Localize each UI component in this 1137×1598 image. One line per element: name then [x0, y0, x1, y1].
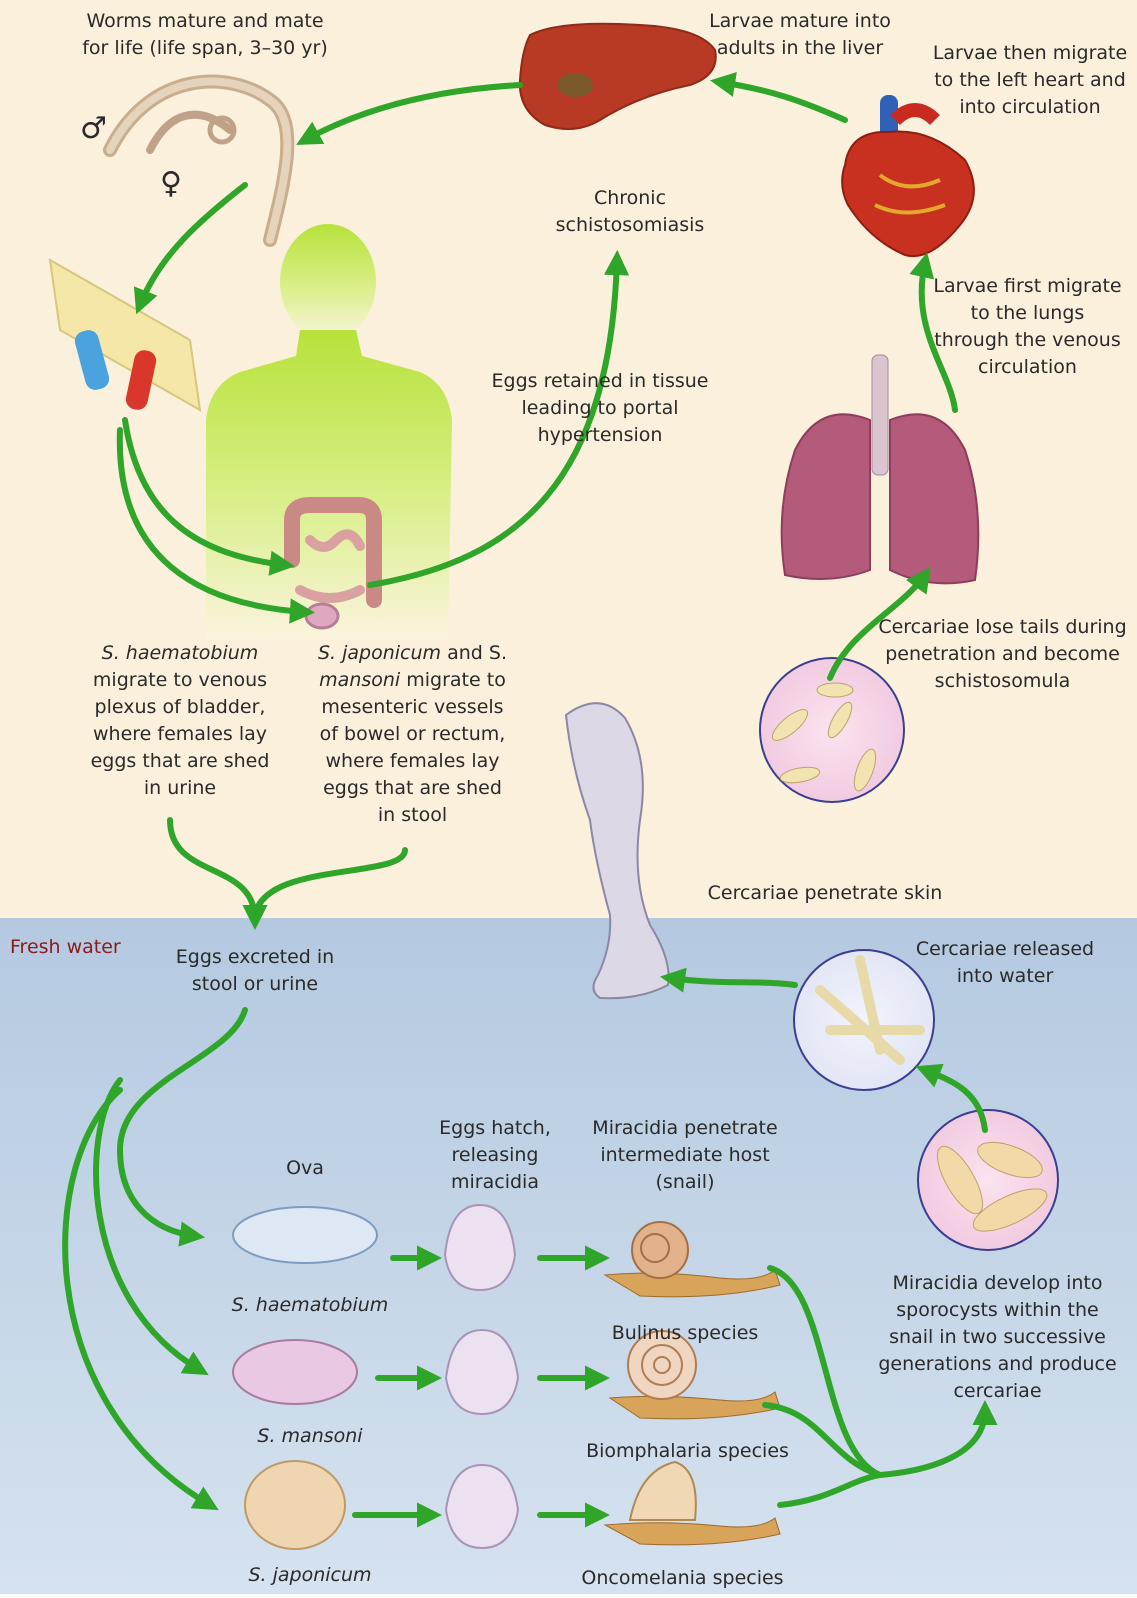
- larvae-heart-line-2: to the left heart and: [930, 67, 1130, 94]
- worms-mature-line-1: Worms mature and mate: [70, 8, 340, 35]
- eggs-hatch-line-2: releasing: [430, 1142, 560, 1169]
- larvae-lungs-label: Larvae first migrate to the lungs throug…: [920, 273, 1135, 381]
- larvae-liver-label: Larvae mature into adults in the liver: [700, 8, 900, 62]
- chronic-schistosomiasis-label: Chronic schistosomiasis: [525, 185, 735, 239]
- female-symbol: ♀: [160, 170, 182, 197]
- miracidium-mansoni-icon: [446, 1330, 518, 1414]
- larvae-heart-label: Larvae then migrate to the left heart an…: [930, 40, 1130, 121]
- haematobium-migrate-line-3: plexus of bladder,: [75, 694, 285, 721]
- larvae-lungs-line-3: through the venous: [920, 327, 1135, 354]
- miracidia-develop-line-1: Miracidia develop into: [870, 1270, 1125, 1297]
- cercariae-released-line-2: into water: [905, 963, 1105, 990]
- chronic-line-1: Chronic: [525, 185, 735, 212]
- eggs-hatch-line-1: Eggs hatch,: [430, 1115, 560, 1142]
- japonicum-species: S. japonicum: [318, 642, 441, 664]
- eggs-excreted-label: Eggs excreted in stool or urine: [160, 944, 350, 998]
- miracidia-penetrate-line-3: (snail): [585, 1169, 785, 1196]
- species-haematobium-label: S. haematobium: [225, 1292, 395, 1319]
- miracidium-haematobium-icon: [445, 1205, 515, 1290]
- cercariae-released-line-1: Cercariae released: [905, 936, 1105, 963]
- cercariae-released-label: Cercariae released into water: [905, 936, 1105, 990]
- larvae-liver-line-1: Larvae mature into: [700, 8, 900, 35]
- species-japonicum-label: S. japonicum: [240, 1562, 380, 1589]
- ovum-haematobium-icon: [233, 1207, 377, 1263]
- miracidia-penetrate-line-2: intermediate host: [585, 1142, 785, 1169]
- haematobium-migrate-line-2: migrate to venous: [75, 667, 285, 694]
- larvae-liver-line-2: adults in the liver: [700, 35, 900, 62]
- cercariae-lose-tails-label: Cercariae lose tails during penetration …: [875, 614, 1130, 695]
- worms-mature-label: Worms mature and mate for life (life spa…: [70, 8, 340, 62]
- eggs-retained-line-2: leading to portal: [480, 395, 720, 422]
- japonicum-migrate-label: S. japonicum and S. mansoni migrate to m…: [305, 640, 520, 829]
- japonicum-migrate-line-6: eggs that are shed: [305, 775, 520, 802]
- haematobium-migrate-species: S. haematobium: [75, 640, 285, 667]
- eggs-hatch-line-3: miracidia: [430, 1169, 560, 1196]
- japonicum-migrate-line-4: of bowel or rectum,: [305, 721, 520, 748]
- japonicum-and-s: and S.: [441, 642, 507, 664]
- miracidia-penetrate-line-1: Miracidia penetrate: [585, 1115, 785, 1142]
- miracidia-develop-line-3: snail in two successive: [870, 1324, 1125, 1351]
- miracidia-develop-line-2: sporocysts within the: [870, 1297, 1125, 1324]
- worms-mature-line-2: for life (life span, 3–30 yr): [70, 35, 340, 62]
- eggs-retained-line-3: hypertension: [480, 422, 720, 449]
- cercariae-lose-tails-line-2: penetration and become: [875, 641, 1130, 668]
- ovum-japonicum-icon: [245, 1461, 345, 1549]
- haematobium-migrate-line-4: where females lay: [75, 721, 285, 748]
- cercariae-lose-tails-line-3: schistosomula: [875, 668, 1130, 695]
- cercariae-lose-tails-line-1: Cercariae lose tails during: [875, 614, 1130, 641]
- haematobium-migrate-line-6: in urine: [75, 775, 285, 802]
- eggs-retained-line-1: Eggs retained in tissue: [480, 368, 720, 395]
- chronic-line-2: schistosomiasis: [525, 212, 735, 239]
- mansoni-migrate-to: migrate to: [400, 669, 506, 691]
- snail-bulinus-label: Bulinus species: [600, 1320, 770, 1347]
- mansoni-species: mansoni: [319, 669, 400, 691]
- eggs-retained-label: Eggs retained in tissue leading to porta…: [480, 368, 720, 449]
- ovum-mansoni-icon: [233, 1340, 357, 1404]
- larvae-lungs-line-4: circulation: [920, 354, 1135, 381]
- miracidia-penetrate-label: Miracidia penetrate intermediate host (s…: [585, 1115, 785, 1196]
- snail-biomphalaria-label: Biomphalaria species: [580, 1438, 795, 1465]
- eggs-hatch-label: Eggs hatch, releasing miracidia: [430, 1115, 560, 1196]
- haematobium-migrate-line-5: eggs that are shed: [75, 748, 285, 775]
- miracidia-develop-label: Miracidia develop into sporocysts within…: [870, 1270, 1125, 1405]
- male-symbol: ♂: [80, 115, 107, 142]
- sporocysts-magnified-circle: [918, 1110, 1058, 1250]
- japonicum-migrate-line-5: where females lay: [305, 748, 520, 775]
- snail-oncomelania-label: Oncomelania species: [580, 1565, 785, 1592]
- haematobium-migrate-label: S. haematobium migrate to venous plexus …: [75, 640, 285, 802]
- species-mansoni-label: S. mansoni: [245, 1423, 375, 1450]
- eggs-excreted-line-2: stool or urine: [160, 971, 350, 998]
- ova-label: Ova: [280, 1155, 330, 1182]
- japonicum-migrate-line-7: in stool: [305, 802, 520, 829]
- larvae-heart-line-1: Larvae then migrate: [930, 40, 1130, 67]
- miracidia-develop-line-5: cercariae: [870, 1378, 1125, 1405]
- larvae-lungs-line-2: to the lungs: [920, 300, 1135, 327]
- cercariae-penetrate-label: Cercariae penetrate skin: [705, 880, 945, 907]
- eggs-excreted-line-1: Eggs excreted in: [160, 944, 350, 971]
- fresh-water-label: Fresh water: [10, 936, 121, 958]
- miracidium-japonicum-icon: [446, 1465, 518, 1548]
- larvae-heart-line-3: into circulation: [930, 94, 1130, 121]
- larvae-lungs-line-1: Larvae first migrate: [920, 273, 1135, 300]
- japonicum-migrate-line-3: mesenteric vessels: [305, 694, 520, 721]
- miracidia-develop-line-4: generations and produce: [870, 1351, 1125, 1378]
